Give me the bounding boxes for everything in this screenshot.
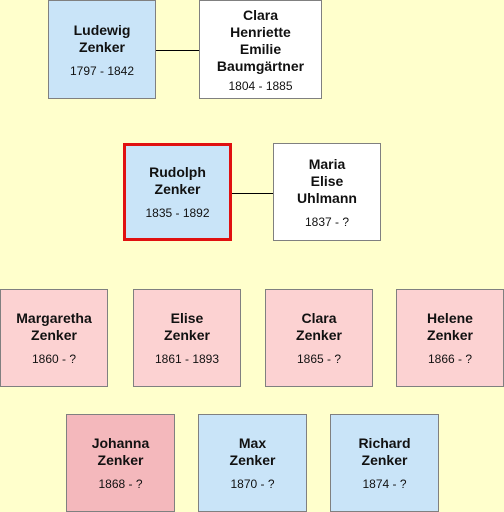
person-name: Richard Zenker <box>358 435 411 468</box>
person-card-margaretha[interactable]: Margaretha Zenker 1860 - ? <box>0 289 108 387</box>
person-dates: 1865 - ? <box>296 352 342 366</box>
person-card-ludewig[interactable]: Ludewig Zenker 1797 - 1842 <box>48 0 156 99</box>
marriage-line-parents <box>156 50 199 51</box>
person-card-maria[interactable]: Maria Elise Uhlmann 1837 - ? <box>273 143 381 241</box>
person-name: Clara Zenker <box>296 310 342 343</box>
person-dates: 1797 - 1842 <box>69 63 135 78</box>
person-dates: 1861 - 1893 <box>154 352 220 366</box>
marriage-line-rudolph <box>232 193 273 194</box>
person-name: Elise Zenker <box>164 310 210 343</box>
person-dates: 1874 - ? <box>362 477 407 491</box>
person-name: Clara Henriette Emilie Baumgärtner <box>216 6 305 74</box>
person-card-richard[interactable]: Richard Zenker 1874 - ? <box>330 414 439 512</box>
person-dates: 1866 - ? <box>427 352 473 366</box>
person-name: Max Zenker <box>229 435 276 468</box>
person-name: Johanna Zenker <box>91 435 150 468</box>
person-name: Maria Elise Uhlmann <box>297 155 357 206</box>
person-name: Ludewig Zenker <box>73 21 131 55</box>
person-card-johanna[interactable]: Johanna Zenker 1868 - ? <box>66 414 175 512</box>
person-card-max[interactable]: Max Zenker 1870 - ? <box>198 414 307 512</box>
person-card-helene[interactable]: Helene Zenker 1866 - ? <box>396 289 504 387</box>
person-dates: 1804 - 1885 <box>228 78 293 93</box>
person-dates: 1860 - ? <box>31 352 77 366</box>
person-dates: 1870 - ? <box>230 477 275 491</box>
person-card-rudolph[interactable]: Rudolph Zenker 1835 - 1892 <box>123 143 232 241</box>
person-name: Rudolph Zenker <box>149 164 206 197</box>
person-name: Helene Zenker <box>427 310 473 343</box>
person-dates: 1835 - 1892 <box>145 206 210 220</box>
person-dates: 1868 - ? <box>98 477 143 491</box>
person-dates: 1837 - ? <box>304 214 350 229</box>
person-card-elise[interactable]: Elise Zenker 1861 - 1893 <box>133 289 241 387</box>
person-name: Margaretha Zenker <box>16 310 92 343</box>
person-card-clara-zenker[interactable]: Clara Zenker 1865 - ? <box>265 289 373 387</box>
person-card-clara-baumgaertner[interactable]: Clara Henriette Emilie Baumgärtner 1804 … <box>199 0 322 99</box>
